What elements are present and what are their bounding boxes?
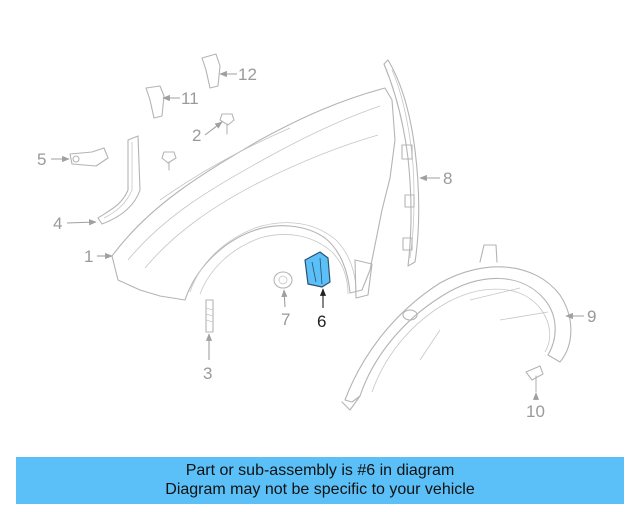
- callout-2: 2: [192, 121, 223, 145]
- banner-line-2: Diagram may not be specific to your vehi…: [165, 481, 475, 498]
- callout-5: 5: [37, 150, 70, 169]
- svg-text:11: 11: [181, 89, 199, 108]
- stud-part: [205, 299, 214, 333]
- svg-text:10: 10: [526, 402, 545, 421]
- callout-8: 8: [419, 169, 452, 188]
- callout-3: 3: [203, 333, 212, 383]
- seal-strip-part: [383, 59, 420, 267]
- info-banner: Part or sub-assembly is #6 in diagram Di…: [16, 457, 624, 504]
- wheel-liner-part: [341, 244, 572, 411]
- bolt-part: [161, 113, 235, 171]
- svg-text:5: 5: [37, 150, 46, 169]
- svg-text:9: 9: [587, 307, 596, 326]
- fender-part: [111, 87, 396, 301]
- svg-text:8: 8: [443, 169, 452, 188]
- callout-4: 4: [53, 214, 97, 233]
- parts-diagram: 1 2 3 4 5 6 7 8 9 10 11 12: [37, 53, 596, 421]
- screw-part: [525, 365, 544, 393]
- callout-10: 10: [526, 392, 545, 421]
- grommet-part: [273, 271, 293, 289]
- highlighted-part-6: [304, 251, 331, 288]
- svg-text:7: 7: [281, 310, 290, 329]
- svg-text:1: 1: [84, 247, 93, 266]
- svg-text:4: 4: [53, 214, 62, 233]
- banner-line-1: Part or sub-assembly is #6 in diagram: [185, 462, 455, 479]
- svg-text:12: 12: [238, 65, 257, 84]
- svg-text:6: 6: [317, 312, 326, 331]
- svg-text:3: 3: [203, 364, 212, 383]
- clip-part-11: [145, 85, 165, 119]
- clip-part-12: [201, 53, 221, 89]
- callout-9: 9: [565, 307, 596, 326]
- callout-6: 6: [317, 288, 326, 331]
- hinge-part: [69, 147, 109, 167]
- bracket-part: [97, 135, 141, 225]
- callout-12: 12: [219, 65, 257, 84]
- callout-1: 1: [84, 247, 113, 266]
- callout-7: 7: [281, 289, 290, 329]
- svg-text:2: 2: [192, 126, 201, 145]
- callout-11: 11: [162, 89, 199, 108]
